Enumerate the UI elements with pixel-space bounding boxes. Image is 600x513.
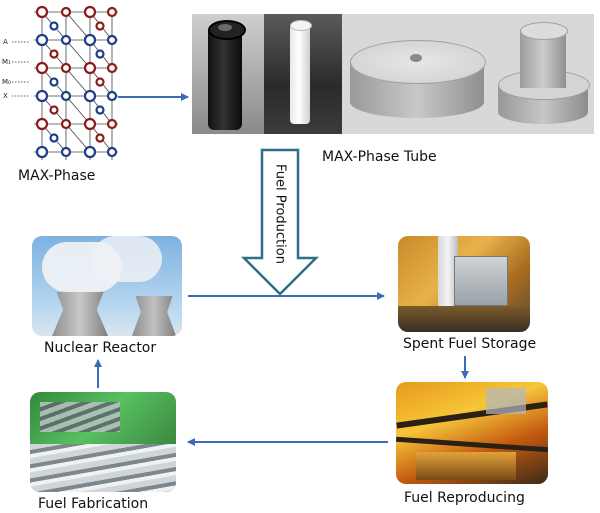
lattice-atom (83, 5, 97, 19)
fuel-fabrication-label: Fuel Fabrication (38, 496, 149, 512)
lattice-atom (83, 61, 97, 75)
lattice-atom (83, 33, 97, 47)
lattice-atom (95, 49, 105, 59)
atom-label-m1: M₁ (2, 58, 11, 66)
fuel-fabrication-photo (30, 392, 176, 492)
disc-render (342, 14, 492, 134)
lattice-atom (60, 146, 72, 158)
black-tube-photo (192, 14, 264, 134)
lattice-atom (49, 21, 59, 31)
lattice-atom (49, 133, 59, 143)
lattice-bond (65, 39, 91, 69)
max-phase-tube-label: MAX-Phase Tube (322, 149, 437, 165)
fuel-reproducing-label: Fuel Reproducing (404, 490, 525, 506)
lattice-atom (95, 21, 105, 31)
lattice-atom (49, 49, 59, 59)
lattice-atom (106, 90, 118, 102)
spent-fuel-storage-label: Spent Fuel Storage (403, 336, 537, 352)
max-phase-tube-images (192, 14, 594, 134)
fuel-production-big-arrow (240, 148, 320, 296)
lattice-atom (60, 34, 72, 46)
lattice-atom (60, 118, 72, 130)
nuclear-reactor-label: Nuclear Reactor (44, 340, 157, 356)
max-phase-crystal: A M₁ M₀ X (0, 0, 130, 170)
lattice-atom (95, 133, 105, 143)
lattice-atom (106, 62, 118, 74)
lattice-atom (49, 105, 59, 115)
lattice-atom (83, 117, 97, 131)
stepped-cylinder-render (492, 14, 594, 134)
lattice-atom (83, 145, 97, 159)
lattice-atom (83, 89, 97, 103)
white-tube-photo (264, 14, 342, 134)
max-phase-label: MAX-Phase (18, 168, 96, 184)
lattice-atom (35, 61, 49, 75)
fuel-reproducing-photo (396, 382, 548, 484)
lattice-atom (95, 105, 105, 115)
lattice-atom (60, 62, 72, 74)
lattice-atom (60, 6, 72, 18)
lattice-atom (106, 6, 118, 18)
atom-label-x: X (3, 92, 8, 100)
lattice-atom (35, 145, 49, 159)
lattice-bond (65, 95, 91, 125)
lattice-atom (106, 34, 118, 46)
atom-label-a: A (3, 38, 8, 46)
fuel-production-label: Fuel Production (272, 164, 288, 264)
lattice-atom (60, 90, 72, 102)
lattice-atom (35, 5, 49, 19)
crystal-lattice-illustration (12, 5, 118, 160)
atom-label-m0: M₀ (2, 78, 11, 86)
spent-fuel-storage-photo (398, 236, 530, 332)
lattice-atom (35, 89, 49, 103)
nuclear-reactor-photo (32, 236, 182, 336)
lattice-atom (49, 77, 59, 87)
lattice-atom (106, 118, 118, 130)
lattice-atom (35, 33, 49, 47)
lattice-bond (65, 11, 91, 41)
lattice-atom (95, 77, 105, 87)
lattice-bond (65, 67, 91, 97)
lattice-atom (106, 146, 118, 158)
lattice-bond (65, 123, 91, 153)
lattice-atom (35, 117, 49, 131)
